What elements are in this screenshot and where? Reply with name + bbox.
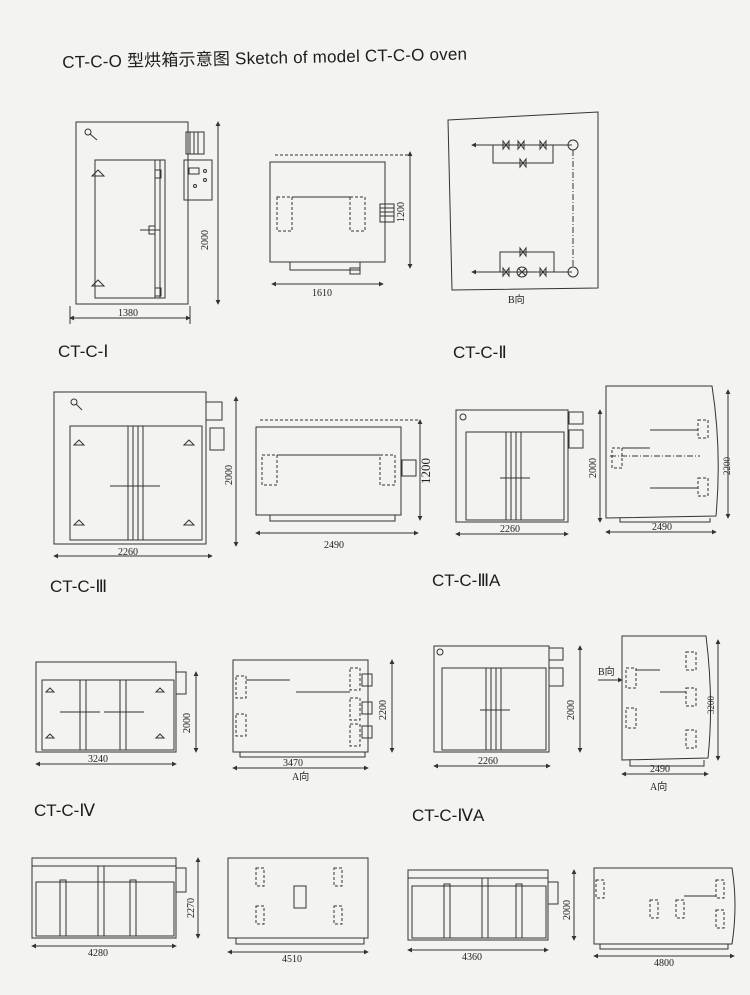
- dim-label: 2490: [324, 540, 344, 551]
- valve-symbol: [516, 266, 528, 278]
- base: [289, 262, 361, 271]
- dim-label: 4280: [88, 948, 108, 959]
- ct-c-4-front-view: [35, 661, 199, 767]
- control-panel: [209, 427, 225, 451]
- dim-label: 4360: [462, 952, 482, 963]
- door-panel: [94, 159, 166, 299]
- model-label-ct-c-2: CT-C-Ⅱ: [453, 343, 507, 362]
- side-outline: [605, 385, 719, 519]
- ct-c-3-front-view: [53, 391, 239, 559]
- model-label-ct-c-4a: CT-C-ⅣA: [412, 806, 485, 825]
- dim-label: 3470: [283, 758, 303, 769]
- lifting-hook: [459, 413, 467, 421]
- dim-label: 2260: [118, 547, 138, 558]
- pipe-view-label: B向: [508, 293, 525, 306]
- dim-label: 2000: [182, 713, 193, 733]
- piping-diagram: [447, 111, 599, 291]
- dim-label: 1200: [396, 202, 407, 222]
- cabinet-outline: [407, 869, 549, 941]
- dim-label: 2260: [500, 524, 520, 535]
- control-panel: [568, 429, 584, 449]
- dim-label: 2000: [562, 900, 573, 920]
- view-label: B向: [598, 665, 615, 678]
- ct-c-3-side-view: [255, 419, 423, 536]
- motor: [379, 203, 395, 223]
- dim-label: 1380: [118, 308, 138, 319]
- cabinet-outline: [53, 391, 207, 545]
- dim-label: 3200: [706, 696, 716, 715]
- dim-label: 4800: [654, 958, 674, 969]
- door-panel: [69, 425, 203, 541]
- ct-c-1-side-view: [269, 151, 413, 287]
- side-outline: [255, 426, 402, 516]
- view-label: A向: [650, 780, 667, 793]
- dim-label: 2000: [224, 465, 235, 485]
- model-label-ct-c-3: CT-C-Ⅲ: [50, 577, 108, 596]
- lifting-hook: [436, 648, 444, 656]
- ct-c-4-side-view: [232, 659, 395, 771]
- ct-c-4-long-side-view: [227, 857, 369, 955]
- ct-c-4a-side-view: [598, 635, 721, 777]
- control-panel: [548, 667, 564, 687]
- dim-label: 4510: [282, 954, 302, 965]
- ct-c-4a-long-side-view: [593, 867, 736, 959]
- lifting-hook: [70, 398, 78, 406]
- view-label: A向: [292, 770, 309, 783]
- control-panel: [547, 881, 559, 905]
- door-panel: [411, 885, 547, 939]
- ct-c-3a-side-view: [605, 385, 731, 535]
- control-panel: [175, 671, 187, 695]
- dim-label: 2490: [652, 522, 672, 533]
- ct-c-3a-front-view: [455, 409, 603, 537]
- control-panel: [175, 867, 187, 893]
- cabinet-outline: [75, 121, 189, 305]
- ct-c-4a-long-front-view: [407, 869, 577, 953]
- cabinet-outline: [433, 645, 550, 753]
- cabinet-outline: [31, 857, 177, 939]
- door-panel: [35, 881, 175, 937]
- fan-box: [548, 647, 564, 661]
- dim-label: 2200: [378, 700, 389, 720]
- motor: [401, 459, 417, 477]
- dim-label: 2490: [650, 764, 670, 775]
- dim-label: 2000: [200, 230, 211, 250]
- dim-label: 3240: [88, 754, 108, 765]
- dim-label: 1200: [418, 458, 433, 484]
- control-panel: [183, 159, 213, 201]
- heater-left: [276, 196, 293, 232]
- ct-c-1-front-view: [69, 121, 221, 324]
- model-label-ct-c-1: CT-C-Ⅰ: [58, 342, 109, 361]
- ct-c-4a-front-view: [433, 645, 583, 769]
- cabinet-outline: [35, 661, 177, 753]
- heater-right: [349, 196, 366, 232]
- dim-label: 2000: [566, 700, 577, 720]
- door-panel: [441, 667, 547, 751]
- dim-label: 2200: [722, 457, 732, 476]
- model-label-ct-c-3a: CT-C-ⅢA: [432, 571, 501, 590]
- dim-label: 2270: [186, 898, 197, 918]
- fan-box: [185, 131, 205, 155]
- side-outline: [232, 659, 369, 753]
- dim-label: 2000: [588, 458, 599, 478]
- side-outline: [593, 867, 736, 945]
- hinge-top: [90, 169, 106, 177]
- door-panel: [41, 679, 175, 751]
- side-outline: [621, 635, 712, 761]
- door-panel: [465, 431, 565, 521]
- dim-label: 2260: [478, 756, 498, 767]
- side-outline: [269, 161, 386, 263]
- model-label-ct-c-4: CT-C-Ⅳ: [34, 801, 96, 820]
- fan-box: [205, 401, 223, 421]
- cabinet-outline: [455, 409, 569, 523]
- base: [269, 515, 396, 522]
- pipe-sheet: [447, 111, 599, 291]
- side-outline: [227, 857, 369, 939]
- ct-c-4-long-front-view: [31, 857, 201, 949]
- fan-box: [568, 411, 584, 425]
- dim-label: 1610: [312, 288, 332, 299]
- lifting-hook: [84, 128, 92, 136]
- hinge-bottom: [90, 279, 106, 287]
